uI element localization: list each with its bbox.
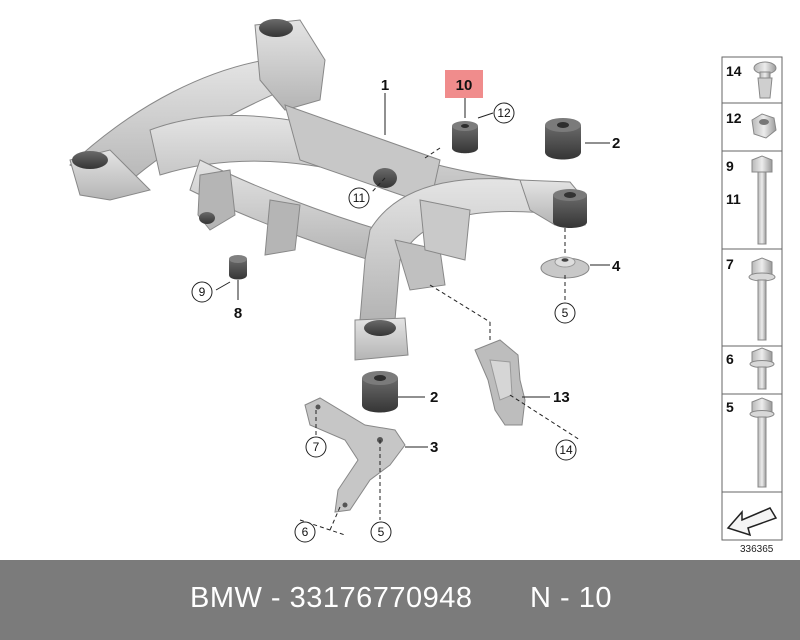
callout-2-lower: 2 [430, 389, 438, 406]
callout-4: 4 [612, 258, 621, 275]
callout-1: 1 [381, 77, 389, 94]
callout-3: 3 [430, 439, 438, 456]
direction-arrow-icon [726, 507, 778, 537]
subframe-rubber-mount-right [553, 189, 587, 228]
circled-callout-7: 7 [305, 436, 327, 458]
long-flange-bolt-icon [749, 397, 775, 488]
callout-10: 10 [456, 77, 473, 94]
footer-part-number: BMW - 33176770948 [190, 582, 473, 614]
circled-callout-9: 9 [191, 281, 213, 303]
parts-diagram: 10 1 2 4 8 2 3 13 12 11 9 5 7 14 6 5 [69, 19, 783, 555]
sidebar-label-5: 5 [726, 399, 734, 415]
svg-text:12: 12 [497, 106, 511, 120]
circled-callout-5-right: 5 [554, 302, 576, 324]
highlight-box-10 [445, 70, 483, 98]
rear-axle-subframe [69, 19, 586, 361]
callout-8: 8 [234, 305, 242, 322]
long-bolt-icon [751, 155, 773, 245]
nut-icon [751, 113, 777, 139]
part-10-bushing [452, 121, 478, 154]
svg-text:11: 11 [353, 191, 366, 205]
sidebar-label-14: 14 [726, 63, 742, 79]
flange-bolt-icon [748, 257, 776, 341]
fastener-sidebar: 14 12 9 11 7 6 [721, 56, 783, 555]
sidebar-label-6: 6 [726, 351, 734, 367]
sidebar-label-7: 7 [726, 256, 734, 272]
svg-text:9: 9 [199, 285, 206, 299]
circled-callout-14: 14 [555, 439, 577, 461]
part-13-shield [474, 339, 526, 426]
svg-text:5: 5 [378, 525, 385, 539]
svg-text:6: 6 [302, 525, 309, 539]
circled-callout-6: 6 [294, 521, 316, 543]
circled-callout-11: 11 [348, 187, 370, 209]
footer-item-reference: N - 10 [530, 582, 612, 614]
svg-text:5: 5 [562, 306, 569, 320]
svg-text:14: 14 [559, 443, 573, 457]
reference-number: 336365 [740, 544, 774, 555]
part-4-washer [540, 256, 590, 279]
callout-13: 13 [553, 389, 570, 406]
leader-lines [215, 93, 610, 448]
sidebar-label-11: 11 [726, 191, 741, 207]
circled-callout-12: 12 [493, 102, 515, 124]
part-2-rubber-mount-upper [545, 118, 581, 160]
part-2-rubber-mount-lower [362, 371, 398, 413]
svg-text:7: 7 [313, 440, 320, 454]
footer-bar: BMW - 33176770948 N - 10 [0, 560, 800, 640]
callout-2-upper: 2 [612, 135, 620, 152]
sidebar-label-12: 12 [726, 110, 742, 126]
part-8-bushing [229, 255, 247, 280]
circled-callout-5-bottom: 5 [370, 521, 392, 543]
short-bolt-icon [749, 347, 775, 390]
part-3-bracket [304, 397, 406, 513]
clip-icon [753, 61, 777, 99]
sidebar-label-9: 9 [726, 158, 734, 174]
